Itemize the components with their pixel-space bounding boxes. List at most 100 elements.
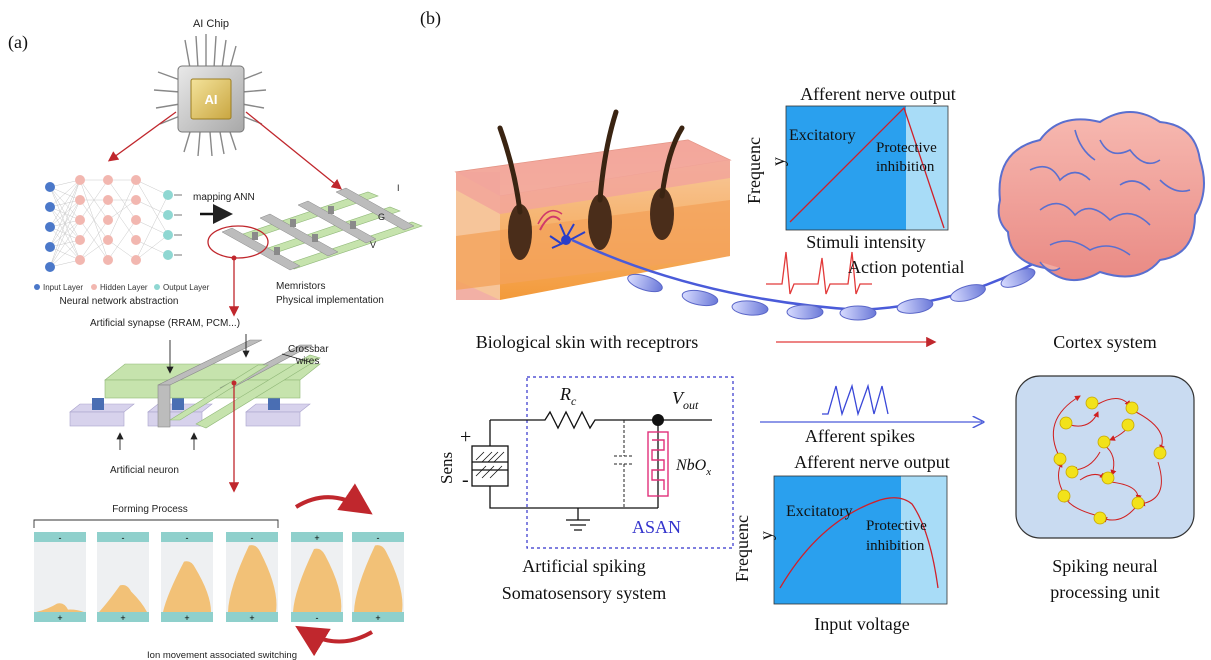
- cell-sign-top: -: [122, 533, 125, 543]
- asan-circuit: + - Sens Rc Vout NbOx ASAN: [437, 376, 734, 549]
- chart-bottom-title: Afferent nerve output: [794, 452, 950, 472]
- chip-title: AI Chip: [193, 18, 229, 30]
- cell-sign-bottom: +: [184, 613, 189, 623]
- cell-sign-bottom: +: [57, 613, 62, 623]
- panel-b: (b): [420, 8, 1205, 634]
- arrow-chip-to-nn: [107, 111, 177, 162]
- memristor-cell: -+: [352, 532, 404, 623]
- memristor-cell: -+: [97, 532, 149, 623]
- ion-filament: [36, 603, 84, 612]
- chart-top-ylabel-2: y: [768, 157, 788, 166]
- snu-caption-2: processing unit: [1050, 582, 1160, 602]
- sens-label: Sens: [437, 452, 456, 484]
- memristor-caption-2: Physical implementation: [276, 295, 384, 306]
- cell-sign-bottom: +: [375, 613, 380, 623]
- crossbar-g: G: [378, 212, 385, 222]
- synapse-label: Artificial synapse (RRAM, PCM...): [90, 318, 240, 329]
- memristor-cells: -+-+-+-++--+: [34, 532, 404, 623]
- ion-filament: [354, 545, 403, 612]
- ion-filament: [293, 548, 342, 612]
- crossbar-highlight: [207, 225, 269, 259]
- chart-bottom-ylabel-2: y: [756, 531, 776, 540]
- cell-sign-top: -: [251, 533, 254, 543]
- snu-caption-1: Spiking neural: [1052, 556, 1158, 576]
- memristor-cell: -+: [226, 532, 278, 623]
- svg-text:Rc: Rc: [559, 384, 577, 408]
- cell-sign-bottom: -: [316, 613, 319, 623]
- action-potential-label: Action potential: [848, 257, 964, 277]
- asan-label: ASAN: [632, 517, 681, 537]
- chart-top: Afferent nerve output Excitatory Protect…: [744, 84, 956, 252]
- crossbar-array: I G V Memristors Physical implementation: [207, 183, 423, 306]
- legend-hidden: Hidden Layer: [100, 283, 148, 292]
- chart-top-protective-2: inhibition: [876, 159, 935, 175]
- action-potential-wave: [766, 251, 872, 295]
- chart-top-xlabel: Stimuli intensity: [806, 232, 926, 252]
- panel-a-label: (a): [8, 32, 28, 53]
- chart-bottom-protective-1: Protective: [866, 518, 927, 534]
- panel-a: (a) AI Chip AI: [8, 18, 423, 660]
- skin-illustration: [454, 109, 732, 300]
- cell-sign-top: -: [59, 533, 62, 543]
- vout-label: V: [672, 388, 685, 408]
- nbo-label: NbO: [675, 457, 707, 474]
- ion-filament: [228, 545, 277, 612]
- chart-bottom-curve: [779, 497, 939, 589]
- nbo-sub: x: [705, 466, 711, 478]
- chart-bottom-ylabel-1: Frequenc: [732, 515, 752, 582]
- chart-top-ylabel-1: Frequenc: [744, 137, 764, 204]
- crossbar-wires-1: Crossbar: [288, 344, 329, 355]
- snu-illustration: [1015, 375, 1195, 539]
- arrow-chip-to-crossbar: [245, 111, 343, 190]
- chart-bottom-excitatory-region: [774, 476, 901, 604]
- afferent-spikes-label: Afferent spikes: [805, 426, 915, 446]
- vout-sub: out: [683, 398, 699, 412]
- panel-b-label: (b): [420, 8, 441, 29]
- chart-bottom-inhibition-region: [901, 476, 947, 604]
- nn-caption: Neural network abstraction: [60, 296, 179, 307]
- chip-text: AI: [205, 92, 218, 107]
- chart-top-title: Afferent nerve output: [800, 84, 956, 104]
- cell-sign-top: +: [314, 533, 319, 543]
- chart-top-excitatory: Excitatory: [789, 127, 856, 144]
- chart-top-curve: [789, 106, 945, 229]
- svg-text:Vout: Vout: [672, 388, 699, 412]
- rc-label: R: [559, 384, 571, 404]
- memristor-cell: -+: [34, 532, 86, 623]
- chart-top-inhibition-region: [906, 106, 948, 230]
- chart-top-protective-1: Protective: [876, 140, 937, 156]
- crossbar-i: I: [397, 183, 400, 193]
- chart-bottom-excitatory: Excitatory: [786, 503, 853, 520]
- legend-output: Output Layer: [163, 283, 210, 292]
- afferent-spikes-wave: [822, 383, 889, 417]
- forming-process: Forming Process -+-+-+-++--+ Ion movemen…: [33, 483, 404, 660]
- chart-bottom: Excitatory Protective inhibition Frequen…: [732, 475, 948, 634]
- nerve-fiber: [571, 238, 1041, 321]
- ai-chip-icon: AI Chip AI: [153, 18, 267, 157]
- svg-text:+: +: [460, 426, 471, 448]
- switch-arrow-bottom: [295, 625, 374, 657]
- mapping-label: mapping ANN: [193, 192, 255, 203]
- ion-filament: [163, 561, 212, 612]
- cell-sign-bottom: +: [120, 613, 125, 623]
- ion-caption: Ion movement associated switching: [147, 650, 297, 660]
- cell-sign-top: -: [377, 533, 380, 543]
- synapse-detail: [69, 334, 321, 450]
- forming-title: Forming Process: [112, 504, 188, 515]
- skin-caption: Biological skin with receptrors: [476, 332, 698, 352]
- ion-filament: [99, 585, 147, 612]
- chart-bottom-xlabel: Input voltage: [814, 614, 909, 634]
- memristor-cell: -+: [161, 532, 213, 623]
- chart-bottom-protective-2: inhibition: [866, 538, 925, 554]
- switch-arrow-top: [294, 483, 373, 515]
- crossbar-v: V: [370, 240, 376, 250]
- neural-network-diagram: Input Layer Hidden Layer Output Layer Ne…: [34, 175, 210, 307]
- neuron-label: Artificial neuron: [110, 465, 179, 476]
- cell-sign-top: -: [186, 533, 189, 543]
- artificial-caption-1: Artificial spiking: [522, 556, 645, 576]
- crossbar-wires-2: wires: [295, 356, 319, 367]
- legend-input: Input Layer: [43, 283, 83, 292]
- memristor-cell: +-: [291, 532, 343, 623]
